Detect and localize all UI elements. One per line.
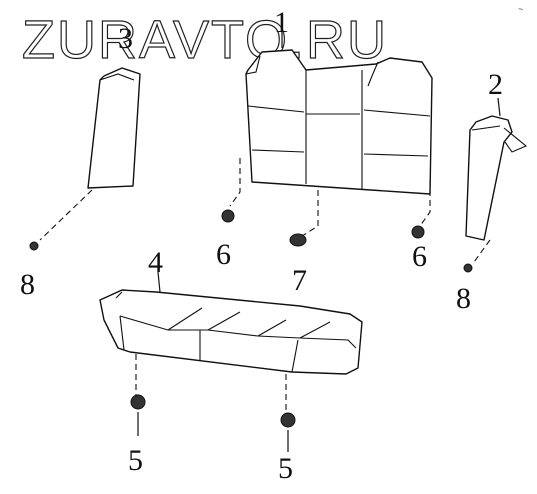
cushion-clip-left	[130, 354, 146, 436]
seat-cushion	[99, 271, 363, 375]
callout-back-hook-right: 6	[412, 240, 427, 273]
callout-bolster-screw-left: 8	[20, 268, 35, 301]
back-center-clip	[289, 190, 319, 247]
cushion-clip-right	[280, 374, 296, 452]
left-side-bolster	[39, 67, 141, 241]
back-hook-right	[411, 180, 431, 239]
callout-bolster-screw-right: 8	[456, 282, 471, 315]
right-side-bolster	[465, 97, 528, 241]
callout-back-center-clip: 7	[292, 264, 307, 297]
callout-right-side-bolster: 2	[488, 68, 503, 101]
corner-mark: ~	[518, 4, 523, 14]
callout-seat-cushion: 4	[148, 246, 163, 279]
watermark-text: ZURAVTO.RU	[22, 10, 388, 70]
seat-back	[245, 30, 433, 195]
callout-left-side-bolster: 3	[118, 22, 133, 55]
callout-cushion-clip-left: 5	[128, 444, 143, 477]
back-hook-left	[221, 158, 241, 223]
bolster-screw-right	[463, 239, 491, 273]
callout-cushion-clip-right: 5	[278, 452, 293, 485]
bolster-screw-left	[29, 241, 39, 251]
callout-seat-back: 1	[274, 6, 289, 39]
callout-back-hook-left: 6	[216, 238, 231, 271]
